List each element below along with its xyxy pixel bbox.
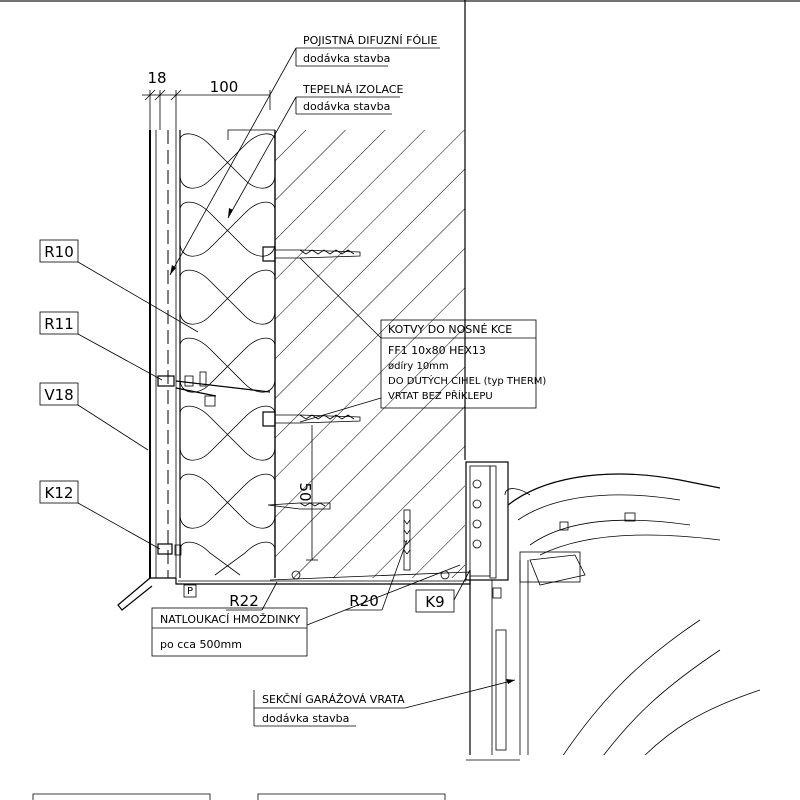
anchors-line2: ødíry 10mm — [388, 360, 449, 372]
tag-r22-group: R22 — [226, 581, 278, 611]
tag-k9-group: K9 — [415, 569, 471, 613]
foil-sub: dodávka stavba — [303, 52, 390, 65]
tag-r11: R11 — [44, 315, 74, 333]
callout-dowels: NATLOUKACÍ HMOŽDINKY po cca 500mm — [151, 564, 461, 657]
callout-thermal-insulation: TEPELNÁ IZOLACE dodávka stavba — [227, 83, 403, 219]
wall-brackets — [157, 246, 411, 571]
insulation-sub: dodávka stavba — [303, 100, 390, 113]
dowels-title: NATLOUKACÍ HMOŽDINKY — [160, 613, 301, 626]
tag-k9: K9 — [425, 593, 444, 611]
tag-r11-group: R11 — [39, 311, 163, 381]
bottom-profile: P — [117, 570, 471, 611]
tag-k12-group: K12 — [39, 480, 161, 550]
tag-p: P — [187, 586, 193, 597]
callout-diffusion-foil: POJISTNÁ DIFUZNÍ FÓLIE dodávka stavba — [169, 34, 440, 276]
anchors-line3: DO DUTÝCH CIHEL (typ THERM) — [388, 374, 546, 387]
tag-v18-group: V18 — [39, 382, 149, 451]
tag-v18: V18 — [44, 386, 73, 404]
tag-r22: R22 — [229, 592, 259, 610]
insulation-title: TEPELNÁ IZOLACE — [302, 83, 403, 96]
door-title: SEKČNÍ GARÁŽOVÁ VRATA — [262, 693, 405, 706]
dim-18: 18 — [147, 69, 166, 87]
foil-title: POJISTNÁ DIFUZNÍ FÓLIE — [303, 34, 437, 47]
tag-r10: R10 — [44, 243, 74, 261]
anchors-title: KOTVY DO NOSNÉ KCE — [388, 323, 512, 336]
anchors-line4: VRTAT BEZ PŘÍKLEPU — [388, 389, 493, 402]
callout-garage-door: SEKČNÍ GARÁŽOVÁ VRATA dodávka stavba — [253, 679, 516, 727]
dim-50: 50 — [296, 482, 314, 501]
dimension-lines: 18 100 50 — [142, 69, 314, 502]
anchors-line1: FF1 10x80 HEX13 — [388, 344, 486, 357]
tag-r10-group: R10 — [39, 239, 199, 333]
tag-r20: R20 — [349, 592, 379, 610]
door-sub: dodávka stavba — [262, 712, 349, 725]
tag-k12: K12 — [45, 484, 74, 502]
legend-partial — [32, 793, 446, 800]
thermal-insulation — [179, 130, 276, 578]
callout-anchors: KOTVY DO NOSNÉ KCE FF1 10x80 HEX13 ødíry… — [299, 257, 546, 423]
facade-cladding — [149, 130, 177, 579]
dim-100: 100 — [210, 78, 239, 96]
dowels-sub: po cca 500mm — [160, 638, 242, 651]
garage-door — [465, 461, 761, 755]
